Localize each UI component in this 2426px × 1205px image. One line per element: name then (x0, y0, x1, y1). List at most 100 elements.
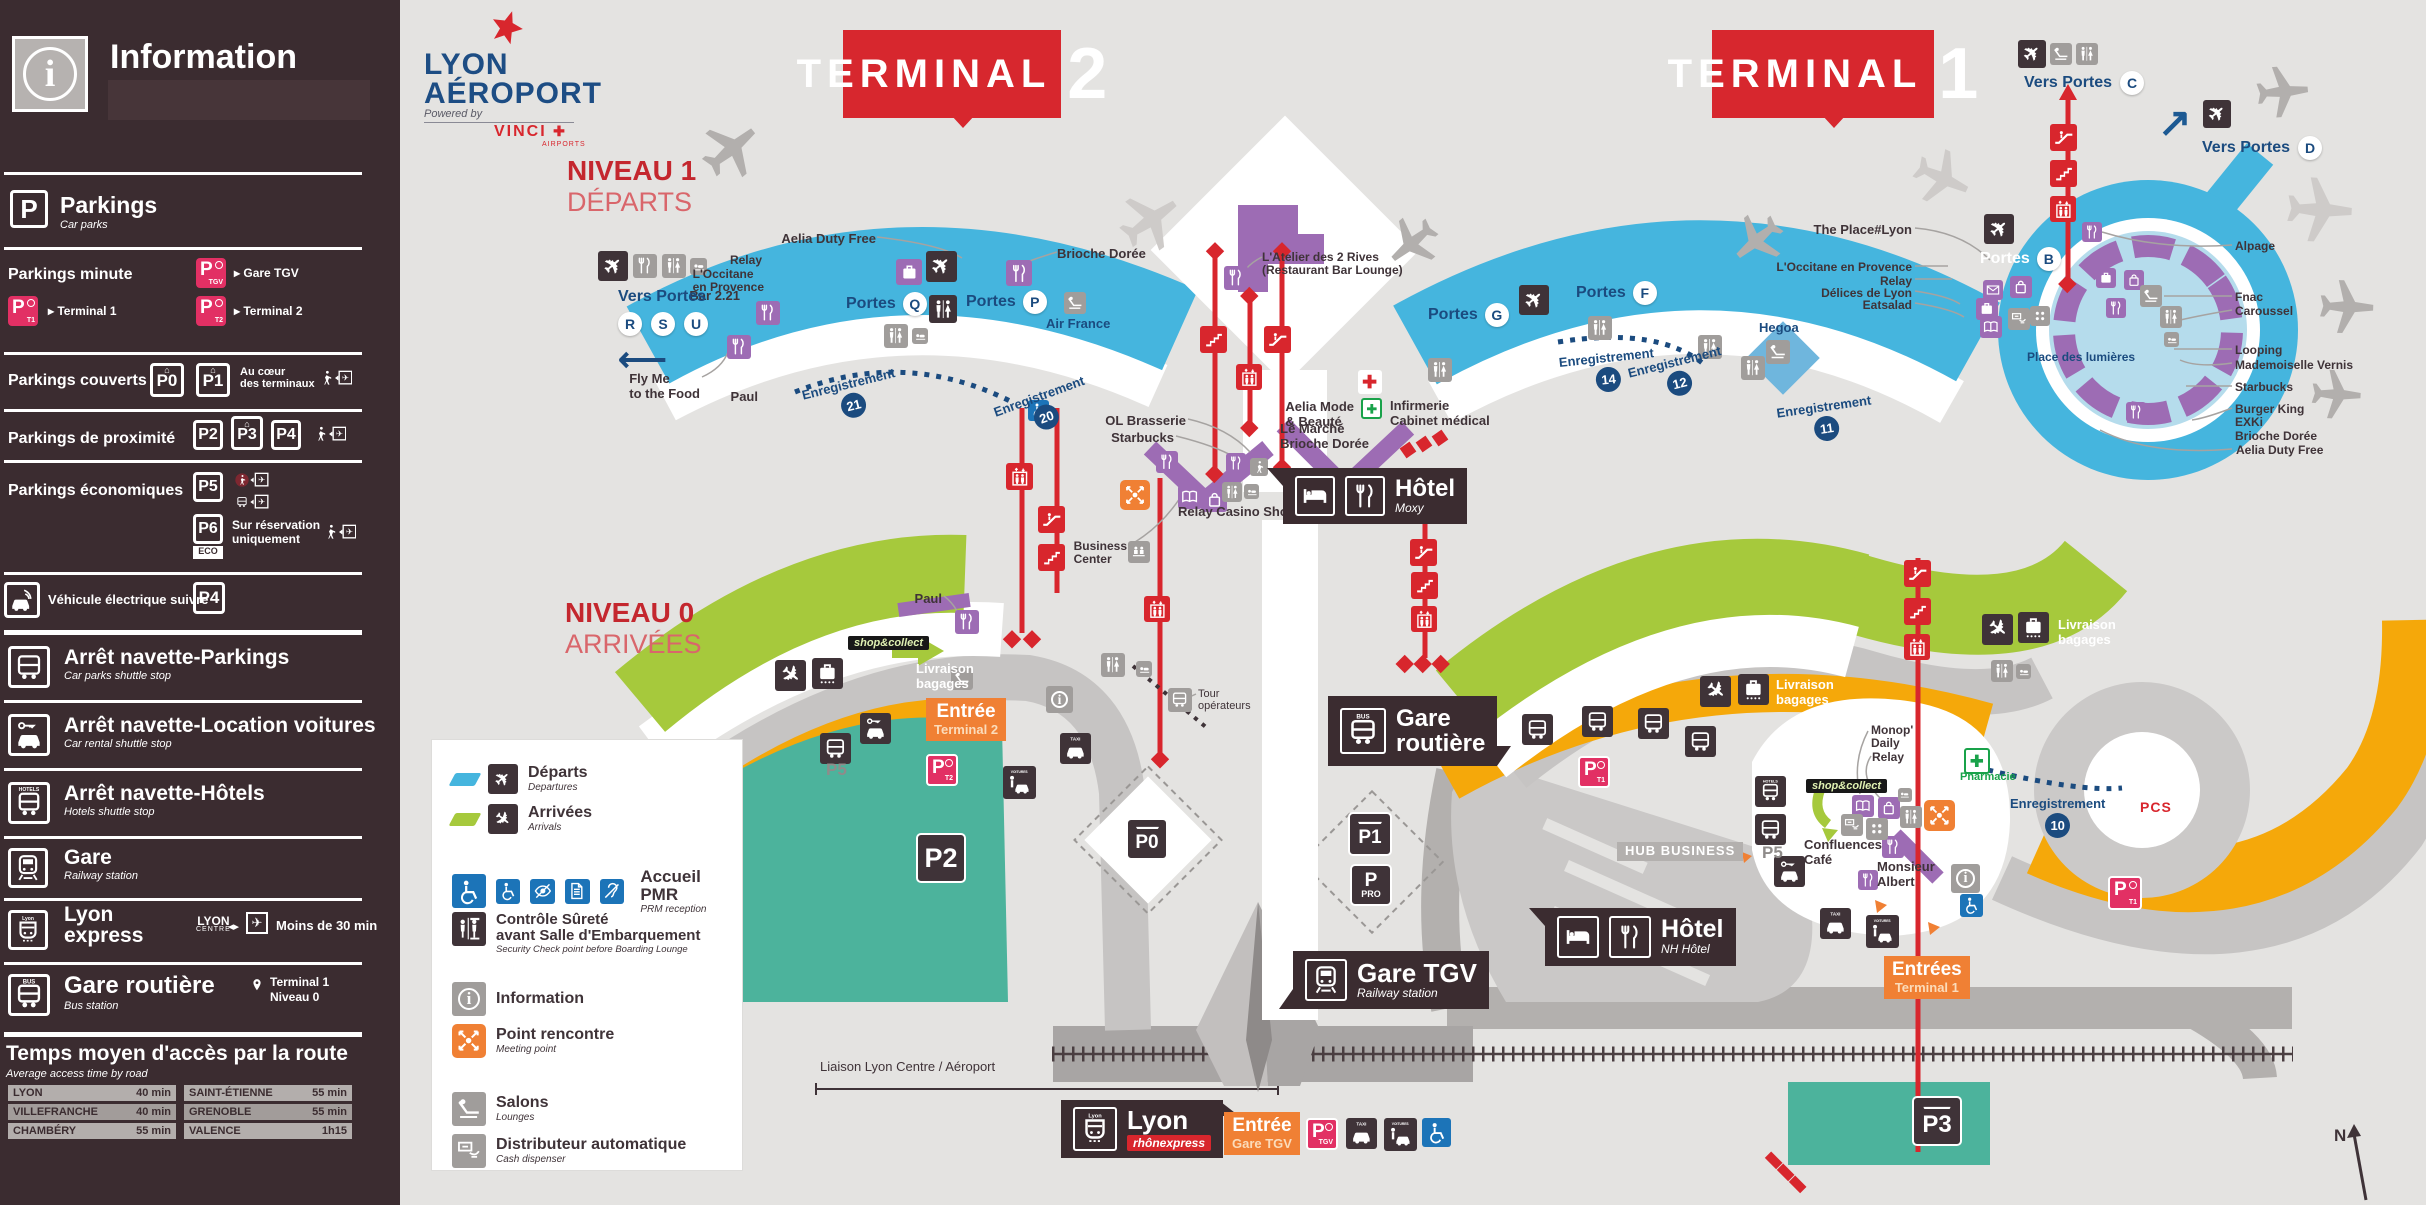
vers-portes-label: Vers Portes (618, 288, 707, 305)
parkings-economiques-label: Parkings économiques (8, 482, 184, 499)
bagd-icon (2018, 612, 2049, 643)
legend-rencontre: Point rencontre (496, 1026, 615, 1044)
lyon-express-l2: express (64, 924, 144, 947)
map-label-monsieur: Monsieur Albert (1877, 859, 1935, 889)
wc-icon (1222, 482, 1242, 502)
wc-icon (662, 254, 686, 278)
bagd-icon (812, 658, 843, 689)
map-label-relay: Relay Casino Shop (1178, 504, 1296, 519)
logo-line1: LYON (424, 48, 509, 81)
legend-pmr: Accueil PMR (640, 867, 701, 904)
arrivals-icon: ✈ (488, 804, 518, 834)
parkings-sub: Car parks (60, 219, 108, 231)
taxi-icon (1060, 733, 1091, 764)
map-label-relay: Relay (1879, 274, 1912, 288)
entrance-target: Terminal 2 (934, 721, 999, 737)
parking-badge-p1: P1 (1348, 812, 1392, 856)
logo-powered: Powered by (424, 108, 574, 123)
shuttle-parkings-label: Arrêt navette-Parkings (64, 646, 290, 669)
stairs-icon (2050, 160, 2077, 187)
dep-icon: ✈ (2018, 40, 2046, 68)
people-icon (1128, 541, 1150, 563)
fork-icon (1224, 266, 1248, 290)
shuttle-hotels-icon (8, 782, 50, 824)
document-icon (564, 878, 590, 904)
gate-letter: G (1484, 303, 1509, 327)
hotel-nh-label: Hôtel (1661, 915, 1724, 944)
minute-parking-tag: T2 (944, 775, 953, 782)
direction-arrow-icon: ⟵ (618, 341, 667, 379)
svg-text:✈: ✈ (346, 527, 353, 537)
map-label-livraison: Livraison bagages (916, 661, 974, 691)
parking-badge-p3: P3 (1912, 1096, 1962, 1146)
elev-icon (1236, 364, 1262, 390)
bed-icon (1557, 916, 1599, 958)
dep-icon: ✈ (925, 250, 957, 282)
access-city: SAINT-ÉTIENNE (184, 1085, 302, 1101)
map-label-place: Place des lumières (2027, 350, 2136, 364)
salon-icon (2050, 43, 2072, 65)
p6-badge: P6 (193, 514, 223, 544)
map-label-confluences: Confluences Café (1803, 837, 1882, 867)
book-icon (1980, 316, 2002, 338)
p4-badge: P4 (271, 420, 301, 450)
bagd-icon (1738, 674, 1769, 705)
gp-icon (1964, 748, 1990, 774)
gare-routiere-label: Gare routière (1396, 704, 1486, 757)
eco-tag: ECO (193, 546, 223, 559)
book-icon (1178, 485, 1202, 509)
parking-icon: P (10, 190, 48, 228)
walk-plane-icon: ✈ (322, 522, 357, 542)
gare-label: Gare (64, 846, 112, 869)
map-label-aelia: Aelia Duty Free (781, 231, 876, 246)
map-label-liaison: Liaison Lyon Centre / Aéroport (820, 1059, 996, 1074)
shuttle-rental-label: Arrêt navette-Location voitures (64, 714, 376, 737)
deaf-icon (599, 878, 625, 904)
rhonexpress-lyon-label: Lyon (1127, 1105, 1189, 1135)
parkings-minute-label: Parkings minute (8, 266, 133, 283)
wc-icon (1588, 316, 1612, 340)
minute-dest-tgv: ▸ Gare TGV (234, 266, 299, 280)
bus-icon (820, 733, 851, 764)
minute-dest-t1: ▸ Terminal 1 (48, 304, 117, 318)
fork-icon (633, 254, 657, 278)
meeting-point-icon (452, 1024, 486, 1058)
parking-pro: PRO (1361, 888, 1381, 899)
salon-icon (951, 668, 973, 690)
rc-icon (1358, 370, 1382, 394)
access-time-value: 55 min (302, 1085, 352, 1101)
elev-icon (1904, 634, 1930, 660)
map-label-looping: Looping (2235, 343, 2283, 357)
pmr-icon (452, 874, 486, 909)
map-label-relay: Relay (1872, 750, 1905, 764)
pin-icon (250, 976, 264, 994)
esc-icon (2050, 124, 2077, 151)
access-time-value: 55 min (302, 1104, 352, 1120)
map-label-p5: P5 (1762, 843, 1783, 862)
bag-icon (2010, 276, 2032, 298)
pmr-icon (1422, 1118, 1451, 1147)
shuttle-hotels-label: Arrêt navette-Hôtels (64, 782, 265, 805)
bag-icon (2124, 270, 2144, 290)
vers-letter: R (618, 312, 642, 336)
vers-d-arrow-icon: ↗ (2158, 101, 2192, 145)
entrance-target: Terminal 1 (1894, 979, 1959, 995)
baby-icon (1136, 661, 1152, 677)
bus-icon (1755, 814, 1786, 845)
map-label-monop: Monop' Daily (1871, 723, 1914, 751)
lyon-centre: LYON (197, 914, 230, 928)
atm-icon (1841, 814, 1863, 836)
entrance-target: Gare TGV (1232, 1135, 1292, 1151)
gare-routiere-flag: Gare routière (1328, 696, 1512, 766)
gare-routiere-label: Gare routière (64, 972, 215, 999)
